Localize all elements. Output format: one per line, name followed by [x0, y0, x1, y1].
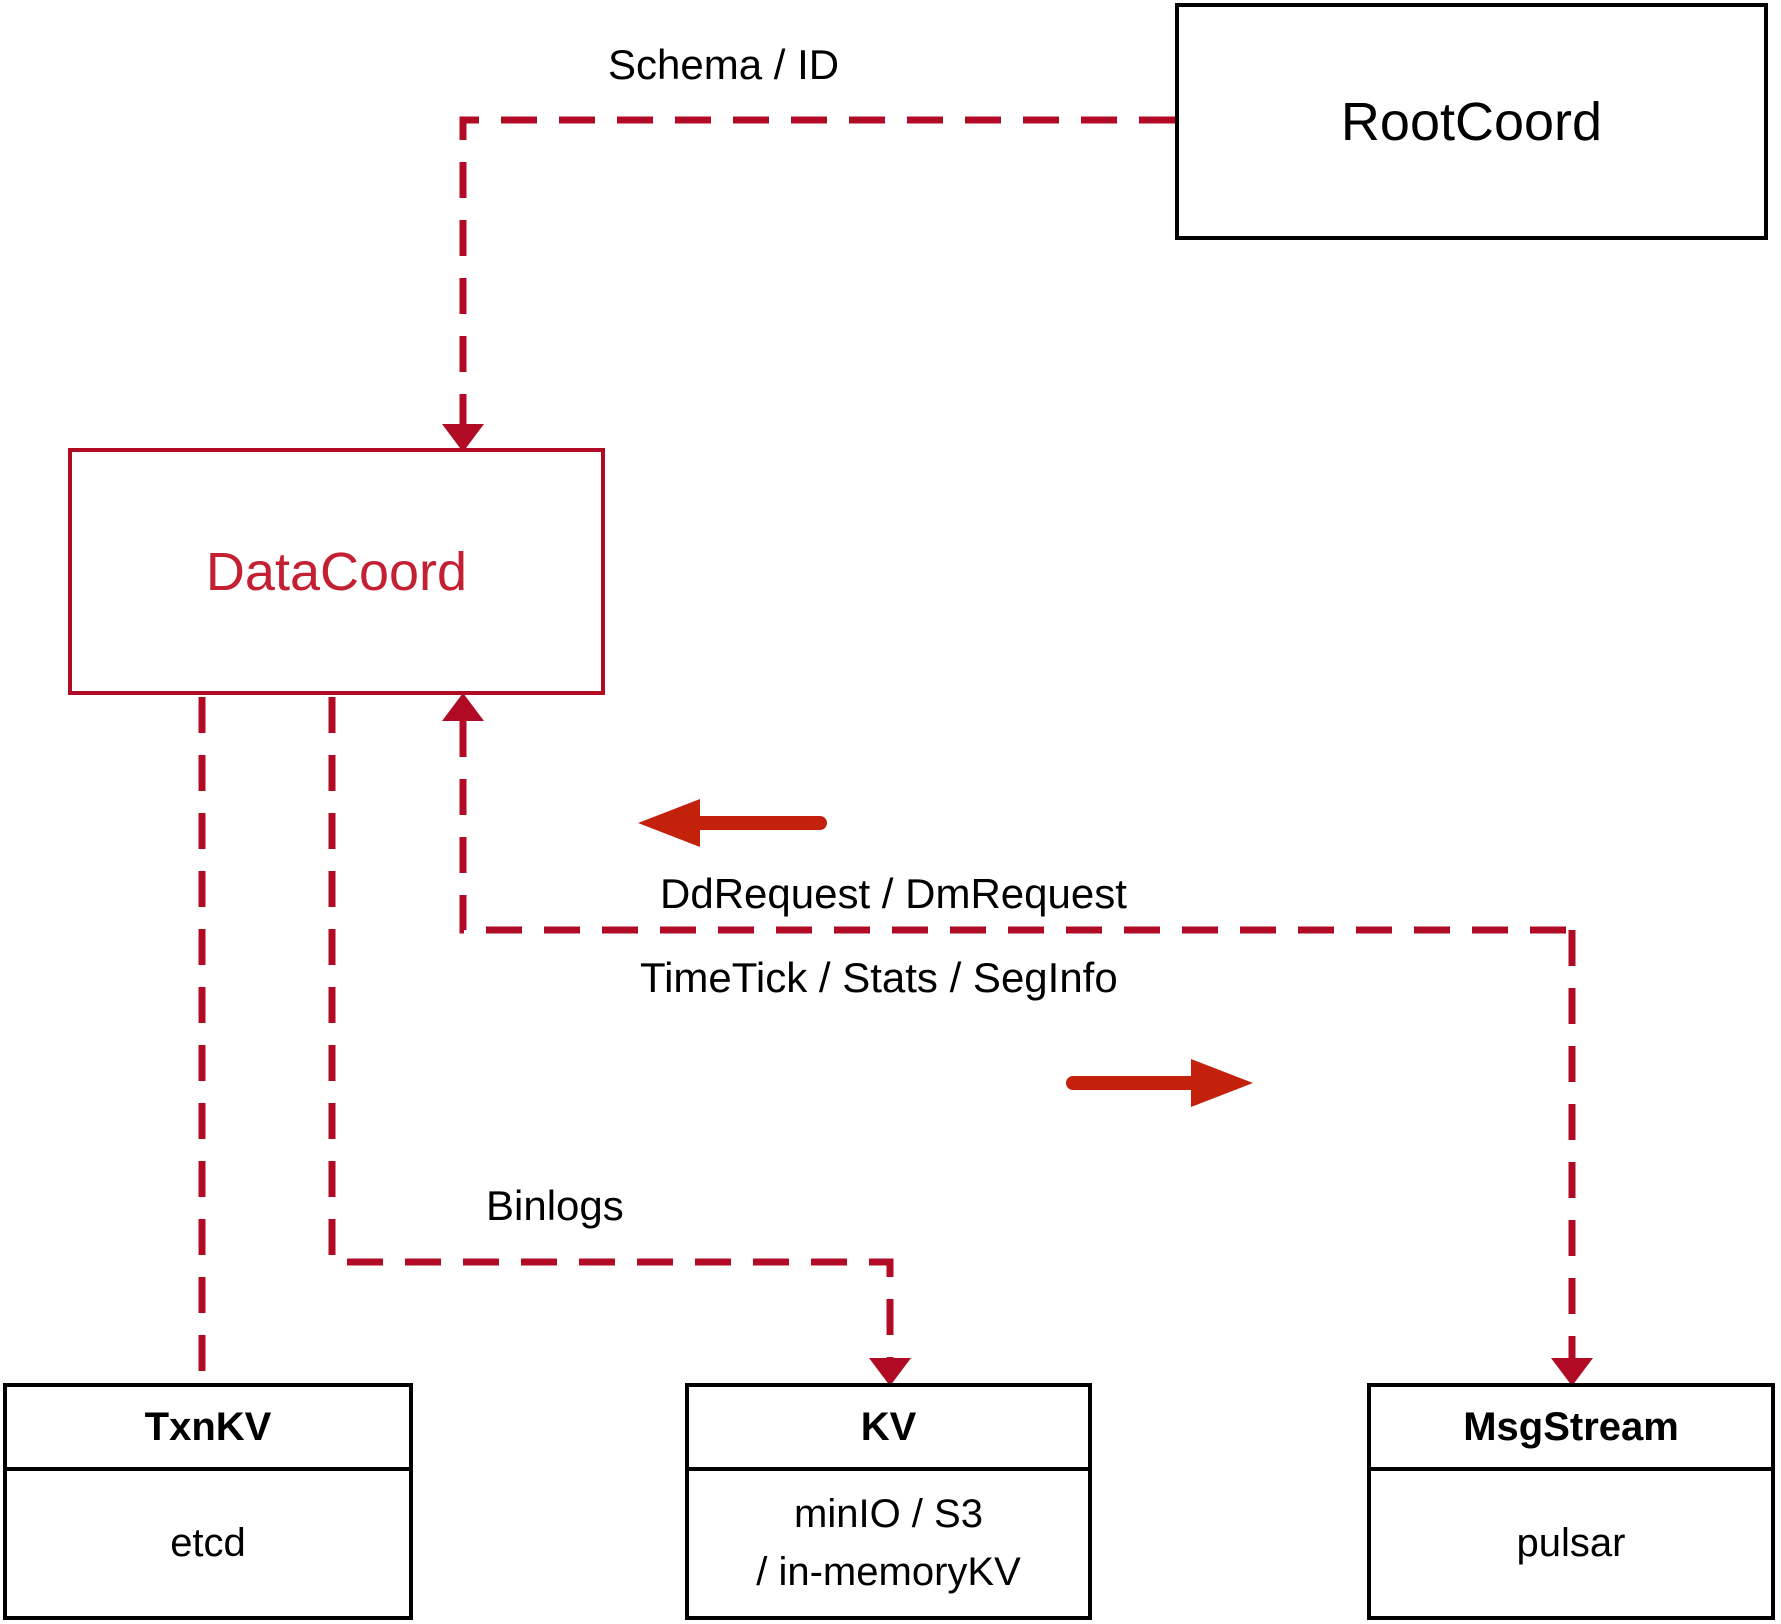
node-datacoord[interactable]: DataCoord — [68, 448, 605, 695]
edge-msgstream-to-datacoord — [442, 693, 1572, 934]
edge-label-binlogs: Binlogs — [486, 1182, 624, 1229]
node-txnkv-body-line: etcd — [170, 1520, 246, 1565]
node-txnkv-body: etcd — [7, 1471, 409, 1616]
node-msgstream-body: pulsar — [1371, 1471, 1771, 1616]
node-txnkv[interactable]: TxnKV etcd — [3, 1383, 413, 1620]
node-kv[interactable]: KV minIO / S3 / in-memoryKV — [685, 1383, 1092, 1620]
node-msgstream-header: MsgStream — [1371, 1387, 1771, 1471]
outbound-arrow-icon — [1066, 1059, 1253, 1107]
node-kv-header-label: KV — [860, 1404, 917, 1449]
node-kv-body-line-2: / in-memoryKV — [756, 1549, 1021, 1594]
edge-datacoord-to-msgstream — [1551, 930, 1593, 1386]
edge-label-timetick-stats-seginfo: TimeTick / Stats / SegInfo — [640, 954, 1118, 1001]
node-msgstream-header-label: MsgStream — [1463, 1404, 1679, 1449]
node-txnkv-header: TxnKV — [7, 1387, 409, 1471]
node-txnkv-header-label: TxnKV — [144, 1404, 272, 1449]
node-rootcoord-label: RootCoord — [1340, 91, 1603, 152]
node-kv-body-line-1: minIO / S3 — [794, 1492, 983, 1537]
edge-label-dd-dm-request: DdRequest / DmRequest — [660, 870, 1127, 917]
edge-label-schema-id: Schema / ID — [608, 41, 840, 88]
edge-schema-id — [442, 116, 1175, 452]
node-kv-body: minIO / S3 / in-memoryKV — [689, 1471, 1088, 1616]
edge-binlogs — [328, 697, 911, 1386]
node-msgstream[interactable]: MsgStream pulsar — [1367, 1383, 1775, 1620]
inbound-arrow-icon — [638, 799, 827, 847]
node-rootcoord[interactable]: RootCoord — [1175, 3, 1768, 240]
node-datacoord-label: DataCoord — [205, 541, 468, 602]
node-kv-header: KV — [689, 1387, 1088, 1471]
node-msgstream-body-line: pulsar — [1516, 1520, 1626, 1565]
